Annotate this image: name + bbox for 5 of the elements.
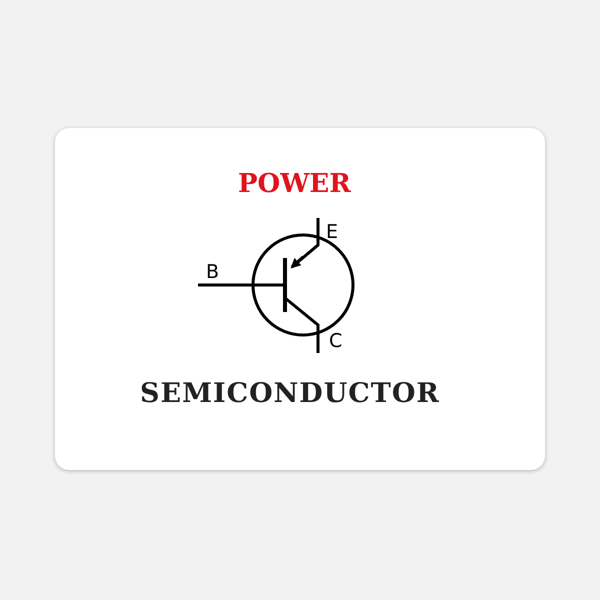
title: POWER	[238, 171, 351, 197]
pin-label: C	[329, 332, 342, 351]
pin-label: E	[326, 223, 338, 242]
caption: SEMICONDUCTOR	[140, 380, 440, 407]
pin-label: B	[206, 263, 220, 282]
